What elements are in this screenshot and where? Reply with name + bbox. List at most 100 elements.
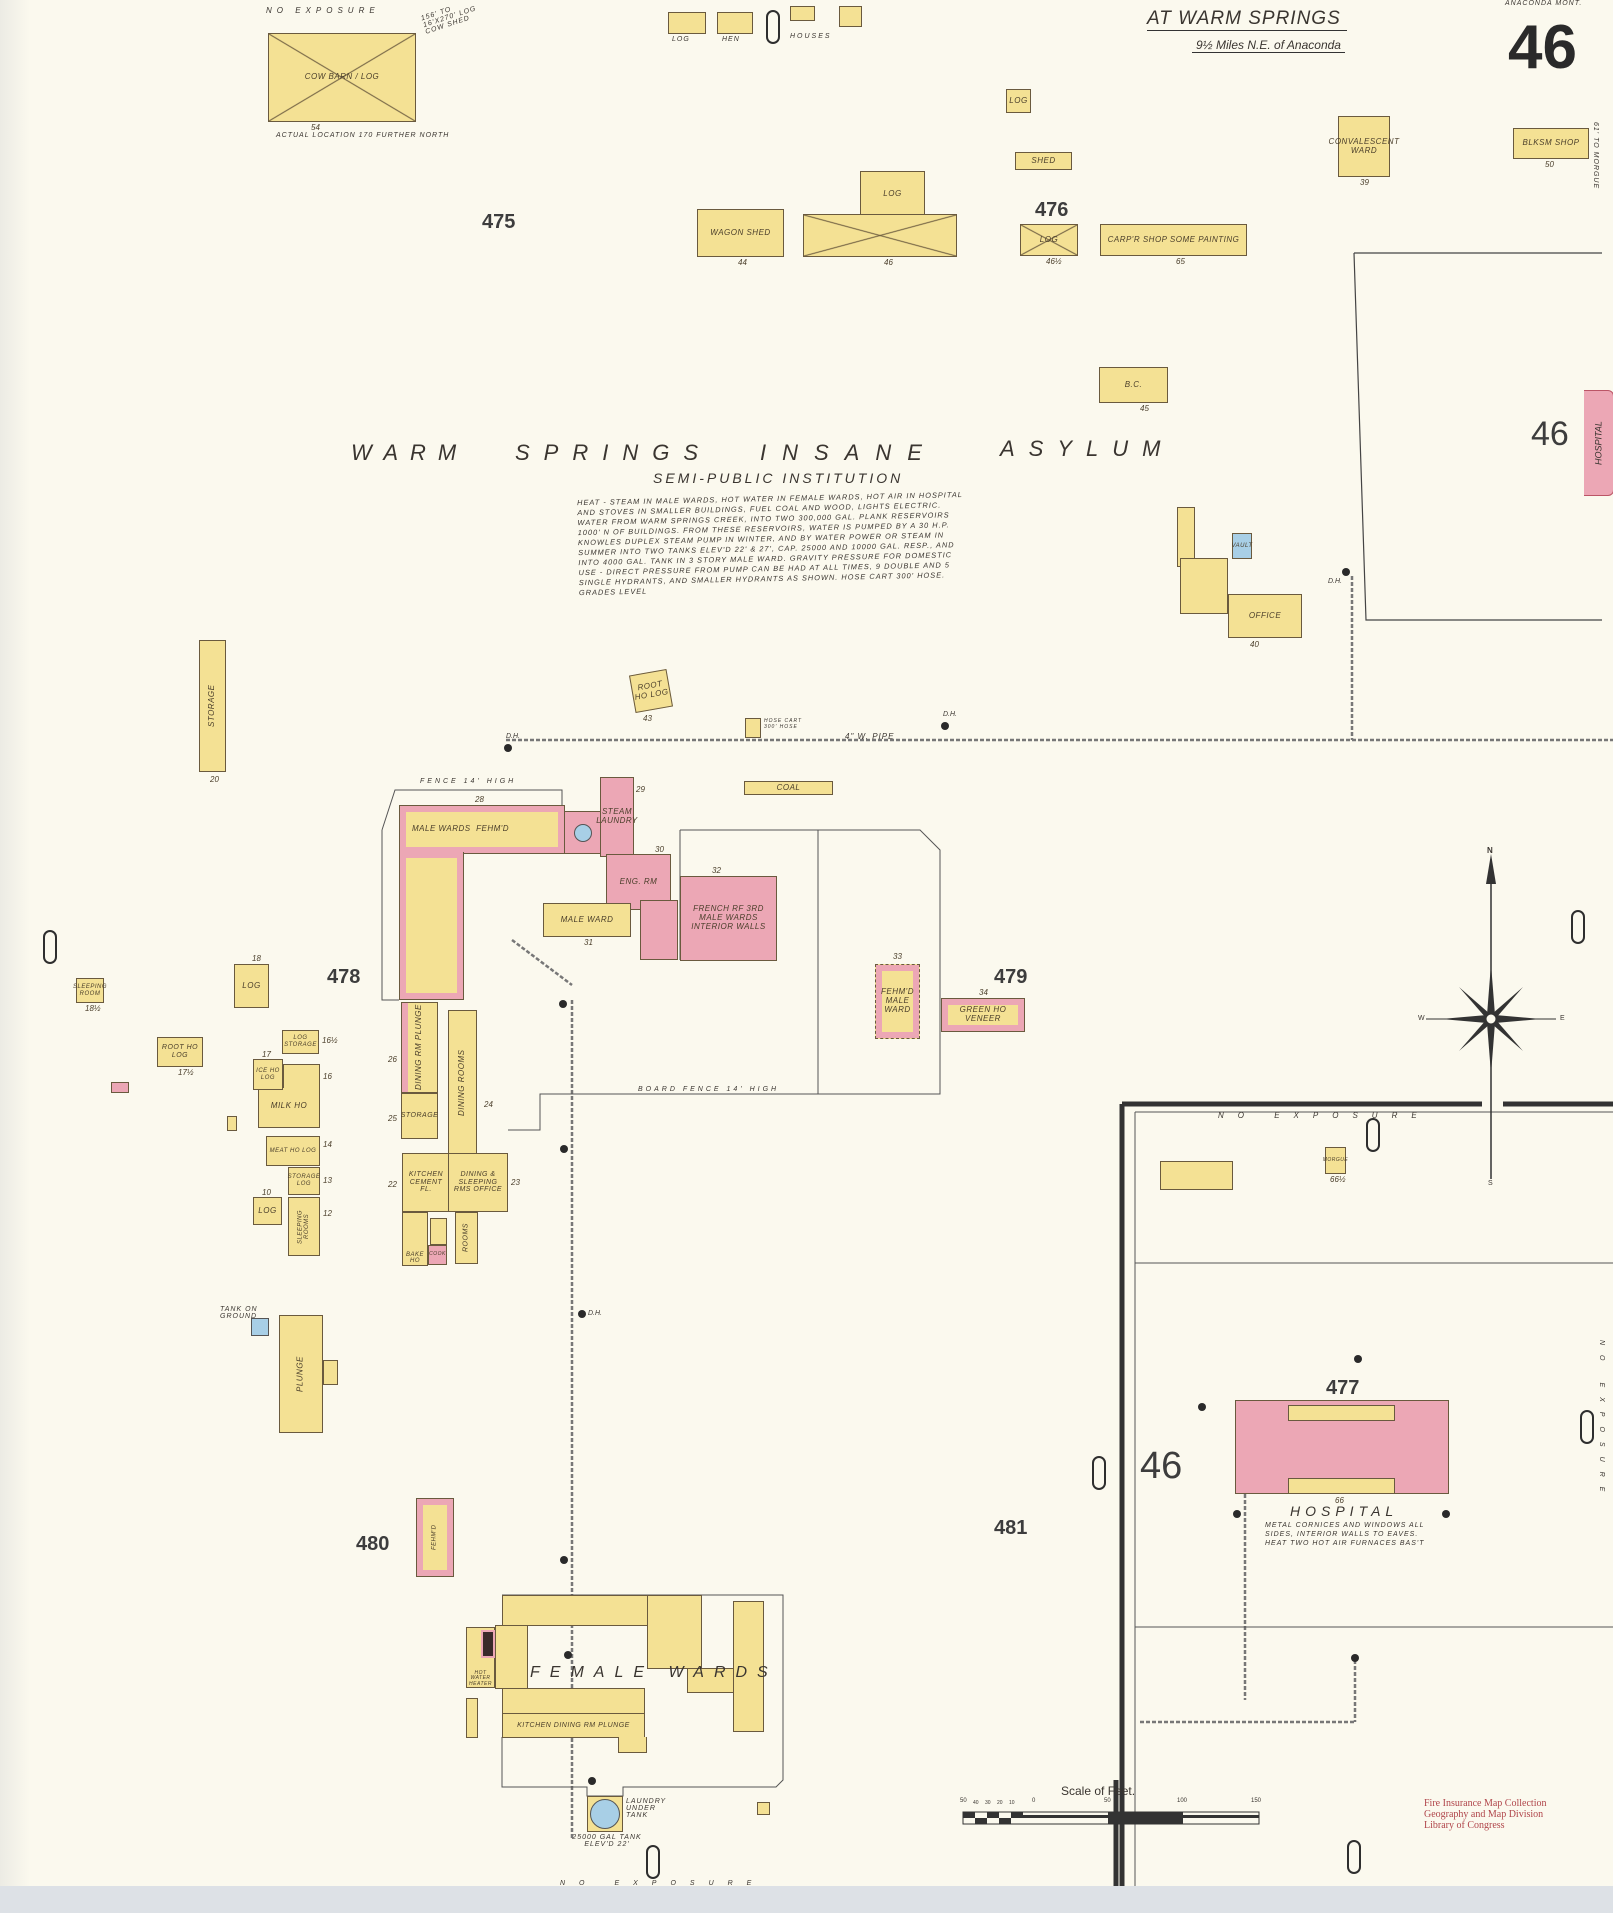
hydrant-label: D.H.	[588, 1310, 602, 1317]
building-root-house: Root Ho Log	[628, 668, 674, 714]
water-pipe-diag	[511, 939, 573, 986]
building-number: 65	[1176, 257, 1185, 266]
female-wards-label: Female Wards	[530, 1664, 778, 1681]
hydrant-icon	[504, 744, 512, 752]
building-number: 54	[311, 123, 320, 132]
building-number: 24	[484, 1100, 493, 1109]
actual-location-note: Actual Location 170 Further North	[276, 132, 450, 139]
hydrant-label: D.H.	[1328, 578, 1342, 585]
building-number: 33	[893, 952, 902, 961]
building-number: 28	[475, 795, 484, 804]
zero-marker	[43, 930, 57, 964]
building-number: 18½	[85, 1004, 101, 1013]
hose-cart-label: Hose Cart 300' Hose	[764, 718, 803, 730]
no-exposure-note-hospital: No Exposure	[1218, 1111, 1431, 1120]
building-number: 66½	[1330, 1175, 1346, 1184]
building-number: 31	[584, 938, 593, 947]
building-milk-house: Milk Ho	[258, 1085, 320, 1128]
building-log-46	[803, 214, 957, 257]
building-number: 46	[884, 258, 893, 267]
building-number: 40	[1250, 640, 1259, 649]
building-rooms: Rooms	[455, 1212, 478, 1264]
block-number-477: 477	[1326, 1377, 1360, 1399]
scale-tick: 10	[1009, 1800, 1015, 1806]
building-number: 13	[323, 1176, 332, 1185]
hydrant-icon	[1198, 1403, 1206, 1411]
building-hen-house	[717, 12, 753, 34]
building-cook-annex	[430, 1218, 447, 1245]
lot-line-center	[508, 829, 941, 1131]
compass-rose	[1426, 854, 1556, 1179]
block-number-478: 478	[327, 966, 361, 988]
institution-description: Heat - Steam in Male Wards, Hot Water in…	[576, 490, 963, 598]
compass-south-label: S	[1488, 1180, 1493, 1187]
scale-tick: 150	[1251, 1798, 1262, 1804]
zero-marker	[1580, 1410, 1594, 1444]
building-dining-room-26: Dining Rm Plunge	[401, 1002, 438, 1093]
laundry-label: Laundry Under Tank	[626, 1798, 667, 1819]
building-log-46-wing: Log	[860, 171, 925, 216]
sheet-ref-46-right: 46	[1531, 415, 1569, 453]
sheet-ref-46-lower: 46	[1140, 1445, 1183, 1487]
building-house	[839, 6, 862, 27]
building-number: 22	[388, 1180, 397, 1189]
building-log-storage: Log Storage	[282, 1030, 319, 1054]
title-word-3: Insane	[760, 440, 938, 465]
building-dining-sleeping-office: Dining & Sleeping Rms Office	[448, 1153, 508, 1212]
building-female-wards-north	[502, 1595, 649, 1626]
block-number-476: 476	[1035, 199, 1069, 221]
sheet-number: 46	[1508, 13, 1577, 82]
lot-line-ne-side	[1353, 252, 1602, 621]
hydrant-icon	[1342, 568, 1350, 576]
credit-line-1: Fire Insurance Map Collection	[1424, 1798, 1547, 1809]
building-office-west	[1180, 558, 1228, 614]
building-ice-house: Ice Ho Log	[253, 1059, 283, 1090]
building-hose-cart	[745, 718, 761, 738]
building-number: 34	[979, 988, 988, 997]
collection-credit: Fire Insurance Map Collection Geography …	[1424, 1798, 1546, 1831]
title-word-2: Springs	[515, 440, 713, 465]
building-number: 45	[1140, 404, 1149, 413]
building-number: 46½	[1046, 257, 1062, 266]
credit-line-2: Geography and Map Division	[1424, 1809, 1544, 1820]
building-female-wards-connector	[687, 1668, 735, 1693]
page-edge-shadow	[0, 0, 30, 1886]
hydrant-icon	[1351, 1654, 1359, 1662]
board-fence-label: Board Fence 14' High	[638, 1086, 780, 1093]
building-number: 17	[262, 1050, 271, 1059]
building-cow-barn: Cow Barn / Log	[268, 33, 416, 122]
water-pipe-label: 4" W. Pipe	[845, 732, 895, 741]
building-log-46-half: Log	[1020, 224, 1078, 256]
zero-marker	[1347, 1840, 1361, 1874]
hospital-sheet-tab[interactable]: Hospital	[1584, 390, 1613, 496]
building-small-6	[466, 1698, 478, 1738]
building-small	[757, 1802, 770, 1815]
building-number: 17½	[178, 1068, 194, 1077]
block-number-479: 479	[994, 966, 1028, 988]
hydrant-icon	[560, 1145, 568, 1153]
building-female-wards-west	[495, 1625, 528, 1689]
building-female-dining: Kitchen Dining Rm Plunge	[502, 1713, 645, 1738]
building-number: 20	[210, 775, 219, 784]
zero-marker	[646, 1845, 660, 1879]
institution-subtitle: Semi-Public Institution	[653, 470, 904, 486]
hospital-label: Hospital	[1290, 1503, 1399, 1519]
building-plunge-annex	[323, 1360, 338, 1385]
building-hospital-porch-north	[1288, 1405, 1395, 1421]
block-number-481: 481	[994, 1517, 1028, 1539]
building-sleeping-rooms: Sleeping Rooms	[288, 1197, 320, 1256]
building-number: 39	[1360, 178, 1369, 187]
zero-marker	[1092, 1456, 1106, 1490]
fence-label: Fence 14' High	[420, 778, 517, 785]
hydrant-icon	[559, 1000, 567, 1008]
location-subtitle: 9½ Miles N.E. of Anaconda	[1192, 38, 1345, 53]
female-wards-enclosure	[501, 1594, 784, 1797]
no-exposure-note-right: No Exposure	[1598, 1340, 1605, 1502]
building-log-top	[668, 12, 706, 34]
scale-tick: 50	[960, 1798, 967, 1804]
building-storage-25: Storage	[401, 1093, 438, 1139]
building-storage-20: Storage	[199, 640, 226, 772]
building-boiler-tank	[564, 811, 602, 854]
fence-line	[381, 789, 563, 831]
